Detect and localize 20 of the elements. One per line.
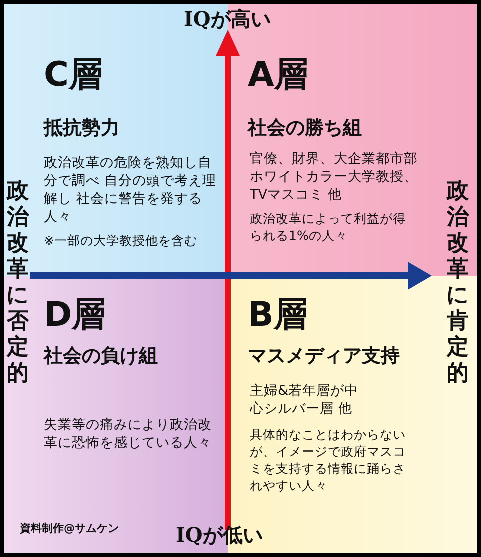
tier-heading: A層 <box>248 56 308 94</box>
tier-note: 政治改革によって利益が得られる1%の人々 <box>250 210 407 244</box>
credit-text: 資料制作@サムケン <box>20 521 119 536</box>
tier-description: 主婦&若年層が中心シルバー層 他 <box>250 382 360 418</box>
tier-description: 政治改革の危険を熟知し自分で調べ 自分の頭で考え理解し 社会に警告を発する人々 <box>44 154 218 226</box>
tier-subheading: 社会の負け組 <box>44 344 158 368</box>
tier-note: 具体的なことはわからないが、イメージで政府マスコミを支持する情報に踊らされやすい人々 <box>250 426 407 494</box>
tier-heading: B層 <box>248 296 308 334</box>
tier-description: 失業等の痛みにより政治改革に恐怖を感じている人々 <box>44 416 213 452</box>
tier-heading: C層 <box>44 56 103 94</box>
axis-label: 政治改革に肯定的 <box>446 178 470 386</box>
tier-heading: D層 <box>44 296 106 334</box>
tier-subheading: 抵抗勢力 <box>44 116 120 140</box>
axis-label: 政治改革に否定的 <box>6 178 30 386</box>
tier-description: 官僚、財界、大企業都市部ホワイトカラー大学教授、TVマスコミ 他 <box>250 150 419 204</box>
tier-note: ※一部の大学教授他を含む <box>44 232 198 249</box>
axis-label: IQが高い <box>184 6 271 33</box>
tier-subheading: マスメディア支持 <box>248 344 400 368</box>
tier-subheading: 社会の勝ち組 <box>248 116 362 140</box>
axis-label: IQが低い <box>176 522 263 549</box>
